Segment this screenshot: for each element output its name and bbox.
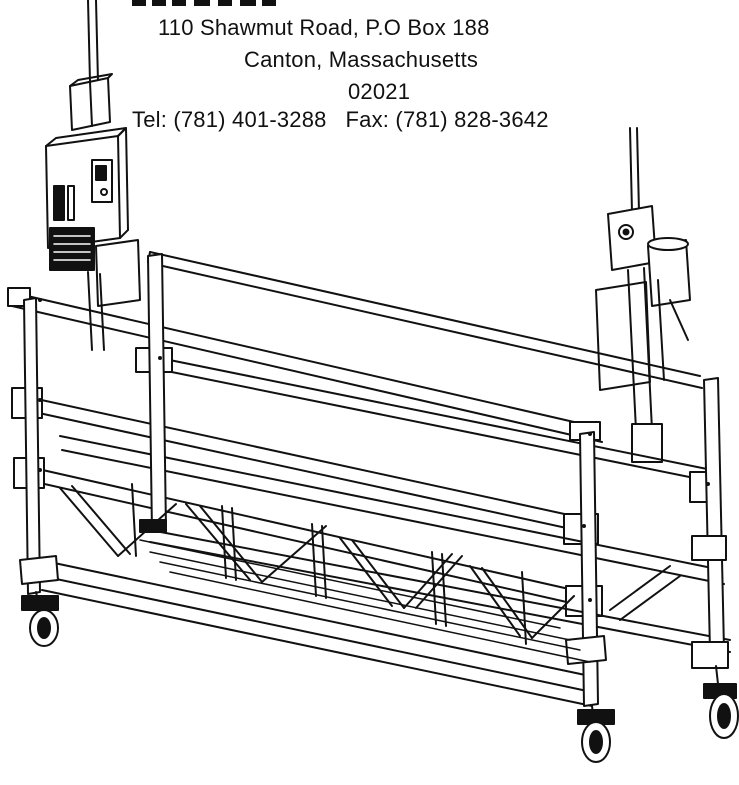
address-line: 110 Shawmut Road, P.O Box 188: [158, 15, 490, 40]
right-wire-rope: [629, 127, 640, 213]
front-end-posts: [19, 297, 607, 707]
back-end-posts: [147, 253, 729, 669]
logo-fragment: [132, 0, 276, 6]
deck-slats: [139, 539, 591, 663]
left-caster-wheel: [21, 591, 59, 647]
right-back-caster-wheel: [703, 665, 739, 739]
phone-fax-line: Tel: (781) 401-3288 Fax: (781) 828-3642: [132, 107, 549, 132]
truss-verticals: [131, 483, 527, 645]
left-hoist-motor: [45, 73, 141, 351]
back-left-caster-wheel: [139, 519, 167, 533]
front-deck-edge: [39, 559, 593, 707]
front-mid-rail: [11, 387, 599, 545]
left-wire-rope: [87, 0, 99, 83]
rail-rivets: [38, 298, 710, 602]
back-mid-rail: [135, 347, 721, 503]
zip-code-line: 02021: [348, 79, 411, 104]
back-lower-rail: [59, 435, 731, 653]
company-contact-header: 110 Shawmut Road, P.O Box 188 Canton, Ma…: [0, 0, 739, 140]
city-state-line: Canton, Massachusetts: [244, 47, 479, 72]
right-hoist-motor: [595, 205, 691, 463]
right-front-caster-wheel: [577, 705, 615, 763]
front-top-rail: [7, 287, 603, 443]
